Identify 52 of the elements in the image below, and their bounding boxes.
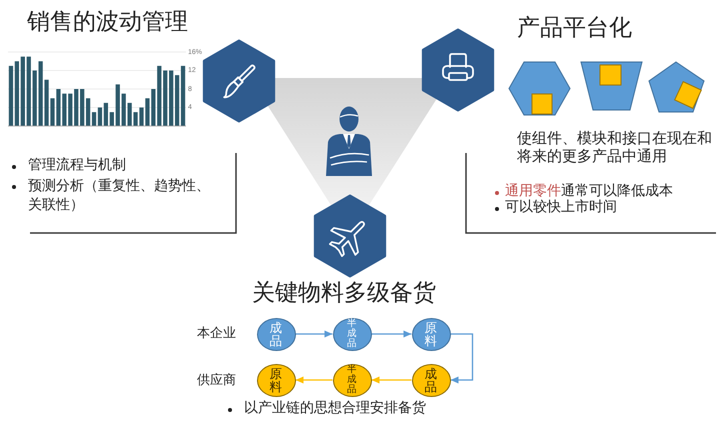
bar [133, 112, 138, 126]
bar [14, 61, 20, 126]
bar [169, 70, 174, 126]
bar [92, 112, 96, 126]
bar [62, 94, 66, 126]
description-text: 使组件、模块和接口在现在和将来的更多产品中通用 [517, 131, 713, 166]
bullet-text: 预测分析（重复性、趋势性、关联性） [28, 177, 211, 215]
bar [20, 56, 25, 126]
bar [174, 75, 180, 126]
row-label: 供应商 [197, 372, 236, 388]
bar [104, 102, 108, 126]
bar [8, 66, 14, 126]
bar [86, 98, 90, 126]
process-circle: 成品 [412, 364, 450, 396]
bar [80, 89, 84, 126]
process-circle: 成品 [256, 318, 296, 350]
bar [151, 89, 156, 126]
bar [26, 56, 31, 126]
bar [56, 89, 61, 126]
arrow [372, 330, 412, 338]
section-heading: 关键物料多级备货 [252, 279, 436, 307]
bullet-text: 通用零件通常可以降低成本 [505, 184, 673, 199]
process-circle: 半成品 [332, 318, 372, 350]
bar [145, 98, 150, 126]
process-circle: 原料 [412, 318, 450, 350]
bullet-text: 管理流程与机制 [28, 158, 126, 175]
arrow [372, 376, 412, 384]
bar [122, 94, 126, 126]
process-circle: 原料 [256, 364, 296, 396]
bar [68, 94, 72, 126]
process-circle: 半成品 [332, 364, 372, 396]
bar [50, 98, 55, 126]
bar [157, 66, 162, 126]
bar [38, 61, 43, 126]
bullet-text: 以产业链的思想合理安排备货 [244, 401, 426, 418]
bar [74, 89, 78, 126]
bar [44, 80, 49, 126]
bar [180, 66, 186, 126]
bar [116, 84, 120, 126]
bar [32, 70, 37, 126]
bar [98, 108, 102, 126]
bar [128, 102, 132, 126]
arrow [296, 376, 332, 384]
bar [139, 108, 144, 126]
section-heading: 销售的波动管理 [27, 8, 188, 36]
arrow [450, 333, 474, 384]
bullet-text: 可以较快上市时间 [505, 200, 617, 217]
arrow [296, 330, 332, 338]
row-label: 本企业 [197, 325, 236, 341]
bar [110, 112, 114, 126]
section-heading: 产品平台化 [517, 14, 632, 42]
bar [163, 70, 168, 126]
